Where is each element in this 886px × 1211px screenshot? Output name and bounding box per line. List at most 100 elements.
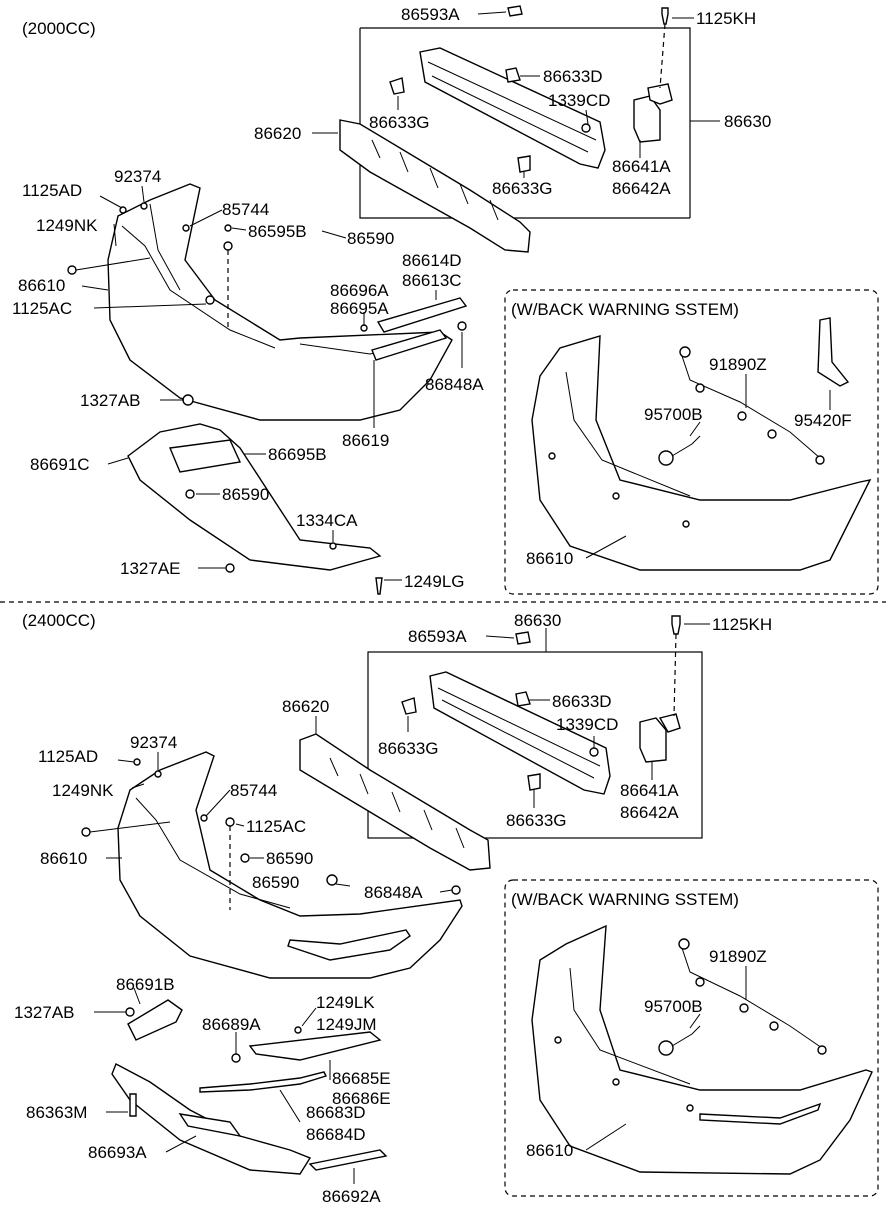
label-86642a-bottom: 86642A — [620, 803, 679, 822]
label-86613c-top: 86613C — [402, 271, 462, 290]
label-86593a-top: 86593A — [401, 5, 460, 24]
screw-1249nk-bottom — [81, 827, 91, 837]
label-1249nk-bottom: 1249NK — [52, 781, 114, 800]
clip-86590-a-bottom — [240, 853, 250, 863]
side-bracket-bottom — [639, 713, 681, 763]
bumper-bracket-86614d-top — [376, 297, 468, 333]
label-86633g-a-bottom: 86633G — [378, 739, 439, 758]
bumper-lower-trim-86619-top — [371, 329, 448, 361]
label-85744-top: 85744 — [222, 200, 269, 219]
nut-1327ab-bottom — [125, 1007, 135, 1017]
label-86363m-bottom: 86363M — [26, 1103, 87, 1122]
label-92374-top: 92374 — [114, 167, 161, 186]
clip-86633g-a-top — [389, 77, 405, 95]
leader-lines-bottom — [89, 623, 710, 1184]
label-1249lg-top: 1249LG — [404, 572, 465, 591]
section-title-2000cc: (2000CC) — [22, 19, 96, 38]
label-86620-bottom: 86620 — [282, 697, 329, 716]
label-86633g-b-top: 86633G — [492, 179, 553, 198]
clip-92374-top — [140, 202, 148, 210]
screw-1125ac-bottom — [225, 817, 235, 827]
label-1339cd-top: 1339CD — [548, 91, 610, 110]
label-1249jm-bottom: 1249JM — [316, 1015, 376, 1034]
label-86595b-top: 86595B — [248, 222, 307, 241]
label-86630-top: 86630 — [724, 112, 771, 131]
label-86689a-bottom: 86689A — [202, 1015, 261, 1034]
label-1334ca-top: 1334CA — [296, 511, 358, 530]
sensor-95700b-top — [658, 435, 701, 466]
moulding-86683d-bottom — [199, 1071, 327, 1093]
label-95420f-top: 95420F — [794, 411, 852, 430]
label-92374-bottom: 92374 — [130, 733, 177, 752]
clip-1334ca-top — [329, 542, 337, 550]
label-86685e-bottom: 86685E — [332, 1069, 391, 1088]
leader-lines-warning-bottom — [585, 966, 747, 1151]
label-86620-top: 86620 — [254, 124, 301, 143]
clip-92374-bottom — [154, 770, 162, 778]
clip-86590-b-top — [185, 489, 195, 499]
label-86642a-top: 86642A — [612, 179, 671, 198]
label-86695b-top: 86695B — [268, 445, 327, 464]
warning-system-box-top — [504, 289, 879, 595]
label-86693a-bottom: 86693A — [88, 1143, 147, 1162]
trim-86692a-bottom — [308, 1149, 388, 1171]
bumper-beam-bottom — [429, 671, 611, 795]
reinforcement-box-top — [360, 27, 691, 218]
warning-system-box-bottom — [504, 879, 879, 1197]
rear-bumper-cover-top — [107, 183, 453, 421]
bumper-reflector-bottom — [287, 929, 411, 961]
clip-86633d-bottom — [515, 691, 531, 707]
label-86610-bottom: 86610 — [40, 849, 87, 868]
leader-lines-warning-top — [585, 374, 831, 559]
label-86590-a-bottom: 86590 — [266, 849, 313, 868]
screw-1249lg-top — [375, 577, 383, 595]
clip-86590-a-top — [223, 241, 233, 251]
label-86696a-top: 86696A — [330, 281, 389, 300]
warning-title-top: (W/BACK WARNING SSTEM) — [511, 300, 739, 319]
bracket-86691b-bottom — [127, 999, 183, 1041]
label-95700b-bottom: 95700B — [644, 997, 703, 1016]
label-1125kh-top: 1125KH — [696, 9, 756, 28]
label-1327ab-top: 1327AB — [80, 391, 141, 410]
bolt-1125kh-bottom — [671, 615, 681, 717]
rear-bumper-cover-warning-top — [531, 335, 872, 571]
label-86590-b-top: 86590 — [222, 485, 269, 504]
under-cover-86693a-bottom — [111, 1063, 312, 1175]
label-86692a-bottom: 86692A — [322, 1187, 381, 1206]
label-95700b-top: 95700B — [644, 405, 703, 424]
label-86633g-b-bottom: 86633G — [506, 811, 567, 830]
label-1249nk-top: 1249NK — [36, 216, 98, 235]
screw-1249nk-top — [67, 265, 77, 275]
label-1125ac-bottom: 1125AC — [246, 817, 306, 836]
label-91890z-bottom: 91890Z — [709, 947, 767, 966]
nut-1327ab-top — [182, 394, 194, 406]
clip-86848a-bottom — [451, 885, 461, 895]
label-1125ad-top: 1125AD — [22, 181, 82, 200]
garnish-86685e-bottom — [248, 1031, 382, 1061]
clip-86633g-a-bottom — [401, 697, 417, 715]
clip-85744-top — [182, 224, 190, 232]
label-1339cd-bottom: 1339CD — [556, 715, 618, 734]
label-86590-a-top: 86590 — [347, 229, 394, 248]
under-cover-86691c-top — [127, 423, 382, 571]
clip-86595b-top — [224, 224, 232, 232]
label-86641a-top: 86641A — [612, 157, 671, 176]
clip-86590-b-bottom — [326, 874, 338, 886]
label-86610-warning-top: 86610 — [526, 549, 573, 568]
rear-bumper-cover-warning-bottom — [531, 924, 873, 1175]
label-86691b-bottom: 86691B — [116, 975, 175, 994]
label-86684d-bottom: 86684D — [306, 1125, 366, 1144]
label-86593a-bottom: 86593A — [408, 627, 467, 646]
label-85744-bottom: 85744 — [230, 781, 277, 800]
clip-86689a-bottom — [231, 1053, 241, 1063]
warning-title-bottom: (W/BACK WARNING SSTEM) — [511, 890, 739, 909]
label-1125ad-bottom: 1125AD — [38, 747, 98, 766]
bracket-86695b-top — [169, 439, 242, 473]
label-1327ae-top: 1327AE — [120, 559, 181, 578]
clip-86633g-b-top — [517, 155, 531, 173]
label-86686e-bottom: 86686E — [332, 1089, 391, 1108]
label-86695a-top: 86695A — [330, 299, 389, 318]
label-91890z-top: 91890Z — [709, 355, 767, 374]
screw-1125ad-bottom — [133, 758, 141, 766]
